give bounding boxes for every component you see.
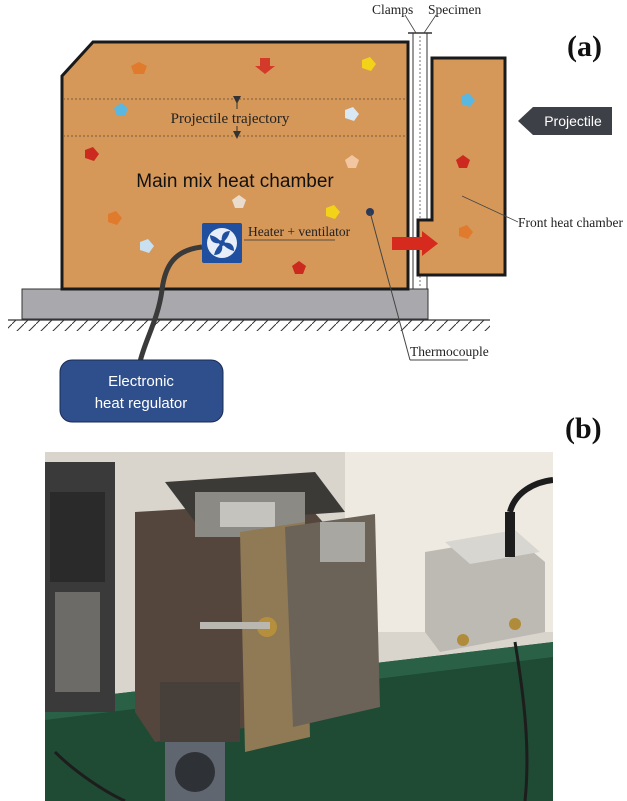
base-plate bbox=[21, 288, 429, 320]
projectile-tag bbox=[518, 107, 612, 135]
regulator-cable bbox=[137, 244, 203, 363]
test-rig-photo bbox=[45, 452, 553, 801]
front-chamber-label: Front heat chamber bbox=[518, 215, 623, 230]
ground bbox=[8, 319, 490, 331]
fan-icon bbox=[202, 223, 242, 263]
panel-label-a: (a) bbox=[567, 30, 602, 63]
panel-label-b: (b) bbox=[565, 412, 602, 445]
thermocouple-label: Thermocouple bbox=[410, 344, 489, 359]
specimen-label: Specimen bbox=[428, 2, 481, 17]
chamber-schematic: Electronic heat regulator Projectile Cla… bbox=[8, 2, 623, 423]
regulator-label-line1: Electronic bbox=[108, 373, 174, 390]
projectile-label: Projectile bbox=[544, 113, 602, 129]
heater-label: Heater + ventilator bbox=[248, 224, 351, 239]
heat-flow-arrow bbox=[392, 231, 438, 256]
projectile-trajectory-label: Projectile trajectory bbox=[171, 111, 290, 127]
airflow-arrows bbox=[85, 57, 475, 274]
regulator-label-line2: heat regulator bbox=[95, 395, 188, 412]
heat-regulator-box bbox=[59, 359, 224, 423]
main-chamber-label: Main mix heat chamber bbox=[136, 171, 334, 192]
clamps-label: Clamps bbox=[372, 2, 413, 17]
main-heat-chamber bbox=[60, 40, 410, 291]
